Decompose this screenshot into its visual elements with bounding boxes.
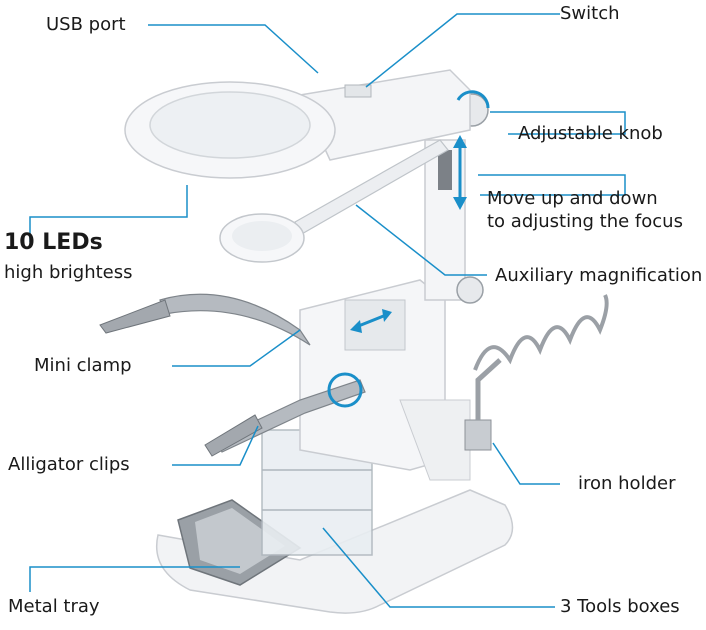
slide-arrow-head-right bbox=[382, 309, 392, 322]
label-metal-tray: Metal tray bbox=[8, 596, 100, 617]
direction-arrows bbox=[350, 90, 490, 333]
vertical-post bbox=[424, 139, 466, 301]
label-adjustable-knob: Adjustable knob bbox=[518, 123, 663, 144]
label-leds-title: 10 LEDs bbox=[4, 230, 103, 255]
leader-move bbox=[478, 174, 626, 196]
metal-tray-inner bbox=[195, 508, 285, 574]
label-switch: Switch bbox=[560, 3, 620, 24]
up-arrow-head bbox=[453, 135, 467, 148]
leader-auxiliary bbox=[355, 204, 487, 276]
label-alligator: Alligator clips bbox=[8, 454, 130, 475]
housing-window bbox=[344, 299, 406, 351]
iron-holder-coil bbox=[473, 294, 609, 371]
leader-mini-clamp bbox=[172, 329, 301, 367]
leader-lines bbox=[29, 13, 626, 608]
alligator-jaw bbox=[204, 414, 263, 457]
knob-rotate-arrow bbox=[456, 90, 490, 109]
device-illustration bbox=[99, 69, 609, 614]
label-auxiliary: Auxiliary magnification bbox=[495, 265, 703, 286]
label-mini-clamp: Mini clamp bbox=[34, 355, 132, 376]
down-arrow-head bbox=[453, 197, 467, 210]
label-usb-port: USB port bbox=[46, 14, 126, 35]
leader-switch bbox=[365, 13, 560, 88]
slide-arrow-shaft bbox=[355, 313, 387, 329]
leader-metal-tray bbox=[29, 566, 240, 592]
label-tools-boxes: 3 Tools boxes bbox=[560, 596, 680, 617]
mini-clamp-arm bbox=[159, 293, 311, 346]
label-iron-holder: iron holder bbox=[578, 473, 676, 494]
label-move-line2: to adjusting the focus bbox=[487, 211, 683, 232]
leader-usb-port bbox=[148, 24, 319, 74]
rotation-joint bbox=[327, 372, 363, 408]
lower-knob bbox=[456, 276, 484, 304]
leader-iron-holder bbox=[492, 442, 560, 485]
mini-clamp-jaw bbox=[99, 299, 171, 334]
leader-tools-boxes bbox=[322, 527, 555, 608]
iron-holder-stand bbox=[464, 419, 492, 451]
slide-arrow-head-left bbox=[350, 320, 362, 333]
magnifier-lens bbox=[149, 91, 311, 159]
switch-button bbox=[344, 84, 372, 98]
leader-adjustable-knob bbox=[490, 111, 626, 135]
auxiliary-lens-inner bbox=[232, 221, 292, 251]
label-move-line1: Move up and down bbox=[487, 188, 658, 209]
post-slot bbox=[438, 150, 452, 190]
label-leds-sub: high brightess bbox=[4, 262, 133, 283]
housing-support bbox=[399, 399, 471, 481]
leader-alligator bbox=[172, 425, 259, 466]
iron-holder-rod bbox=[475, 358, 502, 420]
leader-leds bbox=[29, 185, 188, 242]
alligator-arm bbox=[214, 379, 366, 453]
